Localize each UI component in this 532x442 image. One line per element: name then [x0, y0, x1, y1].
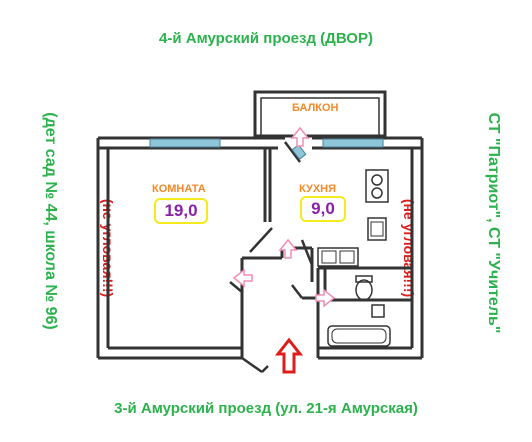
kitchen-counter [317, 247, 359, 267]
bathroom-sink-icon [371, 304, 385, 318]
toilet-icon [355, 275, 373, 301]
door-arrow-icon [232, 126, 336, 308]
kitchen-area-badge: 9,0 [300, 196, 346, 222]
balcony [253, 90, 387, 138]
room-area-badge: 19,0 [154, 198, 208, 224]
room-label: КОМНАТА [152, 183, 206, 195]
balcony-door [284, 141, 307, 163]
balcony-label: БАЛКОН [292, 102, 339, 114]
stove-icon [365, 169, 389, 203]
windows [149, 138, 384, 148]
sink-icon [367, 217, 387, 241]
outer-walls [96, 136, 424, 360]
kitchen-label: КУХНЯ [299, 183, 337, 195]
entrance-arrow-icon [274, 337, 304, 374]
entrance [240, 348, 320, 358]
top-street-label: 4-й Амурский проезд (ДВОР) [159, 30, 373, 47]
door-swings [229, 227, 314, 374]
bottom-street-label: 3-й Амурский проезд (ул. 21-я Амурская) [114, 400, 418, 417]
bathtub-icon [327, 325, 391, 347]
